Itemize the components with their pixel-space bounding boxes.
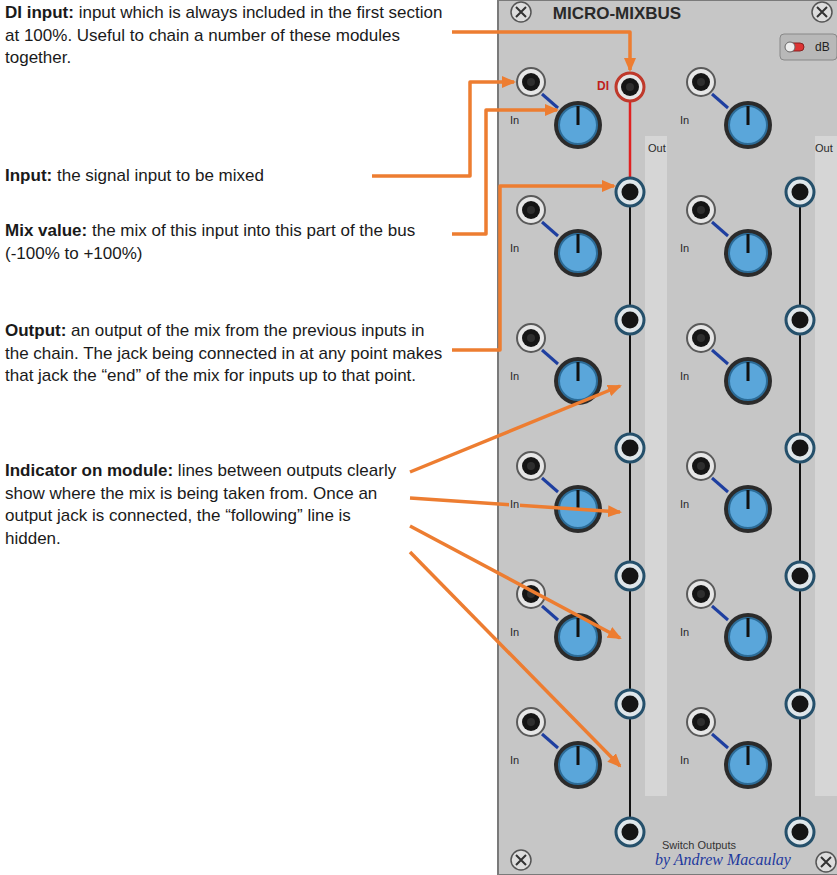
jack-label: In xyxy=(509,754,520,767)
annotation-text: an output of the mix from the previous i… xyxy=(5,321,442,385)
jack-label: In xyxy=(679,498,690,511)
jack-label: In xyxy=(509,370,520,383)
jack-label: In xyxy=(509,242,520,255)
db-switch-knob xyxy=(785,42,795,52)
annotation: Output:an output of the mix from the pre… xyxy=(5,320,445,388)
screw xyxy=(511,2,531,22)
screw xyxy=(816,852,836,872)
annotation-heading: DI input: xyxy=(5,3,74,22)
jack-label: In xyxy=(679,370,690,383)
di-jack xyxy=(616,73,644,101)
output-strip xyxy=(815,136,837,796)
annotation: DI input:input which is always included … xyxy=(5,2,445,70)
jack-label: In xyxy=(679,626,690,639)
output-jacks xyxy=(616,178,814,846)
annotation: Input: the signal input to be mixed xyxy=(5,165,445,188)
jack-label: In xyxy=(509,114,520,127)
annotation-heading: Output: xyxy=(5,321,66,340)
leader-arrows xyxy=(372,32,630,766)
mix-indicator-lines xyxy=(630,207,800,817)
annotation-heading: Indicator on module: xyxy=(5,461,173,480)
module-panel: MICRO-MIXBUS by Andrew Macaulay xyxy=(497,0,837,875)
mix-knobs xyxy=(554,101,772,789)
jack-label: In xyxy=(509,498,520,511)
annotation-heading: Mix value: xyxy=(5,221,87,240)
jack-label: In xyxy=(679,242,690,255)
switch-label: dB xyxy=(815,41,830,54)
annotation: Mix value:the mix of this input into thi… xyxy=(5,220,445,265)
panel-label: Switch Outputs xyxy=(662,839,736,852)
author-credit: by Andrew Macaulay xyxy=(655,851,791,869)
db-switch xyxy=(786,43,804,51)
annotation-text: the signal input to be mixed xyxy=(57,166,264,185)
di-indicator-line xyxy=(629,102,632,177)
annotation: Indicator on module:lines between output… xyxy=(5,460,405,550)
output-label: Out xyxy=(815,142,833,155)
jack-label: DI xyxy=(597,80,609,93)
jack-label: In xyxy=(509,626,520,639)
screw xyxy=(511,850,531,870)
output-label: Out xyxy=(648,142,666,155)
jack-label: In xyxy=(679,114,690,127)
screw xyxy=(812,2,832,22)
jack-label: In xyxy=(679,754,690,767)
module-panel xyxy=(498,0,837,875)
output-strip xyxy=(645,136,667,796)
annotation-heading: Input: xyxy=(5,166,52,185)
db-switch-box xyxy=(780,34,837,60)
module-title: MICRO-MIXBUS xyxy=(517,4,717,24)
knob-link xyxy=(542,94,728,748)
